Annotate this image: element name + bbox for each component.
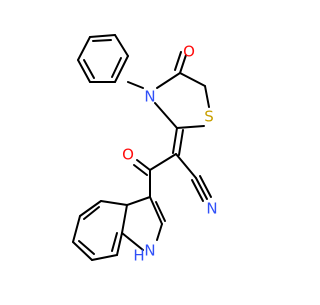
bond-triple [195,177,208,200]
bond [114,34,129,57]
bond [149,153,177,171]
bond-double [78,240,95,255]
bond [154,102,178,129]
bond [204,85,210,108]
indole-nitrogen-label: N [144,242,155,260]
bond [114,55,129,83]
bond [179,72,206,87]
molecule-structure: O N S O N N H [72,34,218,265]
bond [176,125,205,129]
bond-double [172,127,178,154]
bond-triple [199,175,212,198]
bond [156,223,163,241]
bond-double [83,59,95,79]
bond [121,232,144,251]
bond [79,200,102,217]
bond-double [155,201,166,222]
bond [149,196,163,225]
bond [121,204,128,234]
bond-triple [191,179,204,202]
bond [116,232,123,256]
bond-double [92,39,112,42]
nitrile-nitrogen-label: N [206,200,217,218]
bond [77,59,91,83]
bond [175,153,197,179]
ring-oxygen-label: O [183,43,195,61]
ring-sulfur-label: S [204,108,214,126]
ring-nitrogen-label: N [144,88,155,106]
bond [91,254,118,261]
bond-double [179,54,187,74]
bond [100,200,128,206]
bond-double [136,159,151,171]
bond [156,72,181,89]
bond-double [174,51,182,71]
bond [89,34,116,38]
ketone-oxygen-label: O [122,146,134,164]
bond-double [178,129,184,156]
molecule-canvas: O N S O N N H [72,34,218,265]
bond-double [83,206,100,220]
bond-double [111,232,118,252]
bond [126,196,151,206]
bond [127,81,144,89]
bond-double [133,164,148,176]
bond [72,215,81,243]
bond [72,241,93,261]
bond-double [111,57,122,78]
bond [77,36,91,61]
indole-hydrogen-label: H [133,247,144,265]
